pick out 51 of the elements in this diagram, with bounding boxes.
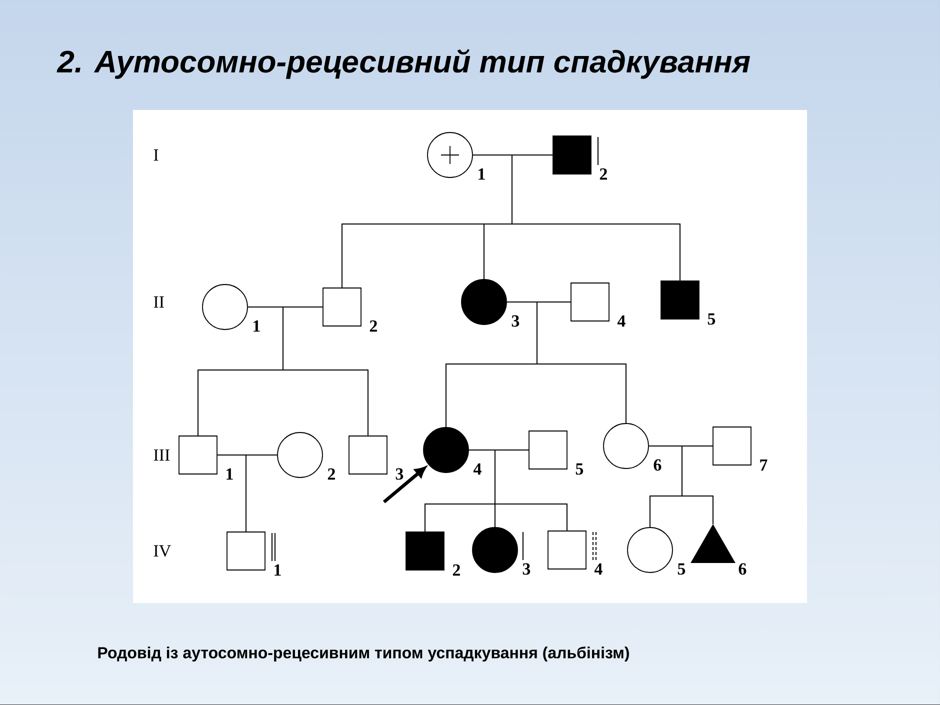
female-symbol (627, 527, 673, 573)
individual-number: 1 (226, 468, 233, 480)
female-symbol (427, 132, 473, 178)
individual-number: 3 (522, 563, 530, 575)
female-symbol (461, 279, 507, 325)
pedigree-line (512, 154, 680, 281)
female-symbol (202, 284, 248, 330)
male-symbol (660, 280, 700, 320)
individual-number: 4 (594, 563, 602, 575)
individual-number: 4 (473, 463, 482, 475)
individual-number: 5 (708, 313, 716, 325)
individual-number: 1 (478, 168, 485, 180)
pedigree-line (682, 446, 714, 525)
male-symbol (548, 530, 586, 570)
pedigree-line (494, 450, 568, 531)
individual-number: 3 (396, 468, 404, 480)
male-symbol (226, 532, 266, 570)
individual-number: 1 (274, 564, 281, 576)
male-symbol (570, 282, 610, 322)
individual-number: 2 (600, 168, 607, 180)
slide-title: 2. Аутосомно-рецесивний тип спадкування (56, 49, 750, 79)
male-symbol (406, 532, 444, 570)
pedigree-line (246, 454, 278, 532)
individual-number: 5 (678, 563, 686, 575)
individual-number: 2 (328, 468, 335, 480)
male-symbol (552, 136, 592, 174)
female-symbol (472, 527, 518, 573)
individual-number: 2 (370, 320, 377, 332)
individual-number: 4 (617, 315, 626, 327)
male-symbol (178, 436, 218, 474)
male-symbol (712, 426, 752, 466)
female-symbol (423, 427, 469, 473)
male-symbol (528, 430, 568, 470)
pedigree-line (282, 306, 368, 436)
individual-number: 1 (254, 320, 260, 332)
proband-arrow (382, 466, 426, 504)
individual-number: 6 (738, 563, 746, 575)
individual-number: 5 (576, 463, 584, 475)
female-symbol (603, 423, 649, 469)
individual-number: 6 (654, 459, 662, 471)
individual-number: 7 (760, 459, 768, 471)
female-symbol (277, 432, 323, 478)
generation-numeral: IV (154, 545, 171, 557)
individual-number: 3 (512, 315, 520, 327)
male-symbol (322, 288, 362, 326)
figure-caption: Родовід із аутосомно-рецесивним типом успадкування (альбінізм) (98, 646, 629, 662)
pedigree-line (536, 302, 626, 424)
individual-number: 2 (452, 564, 460, 576)
generation-numeral: II (154, 296, 164, 308)
male-symbol (348, 436, 388, 474)
generation-numeral: I (154, 149, 158, 161)
